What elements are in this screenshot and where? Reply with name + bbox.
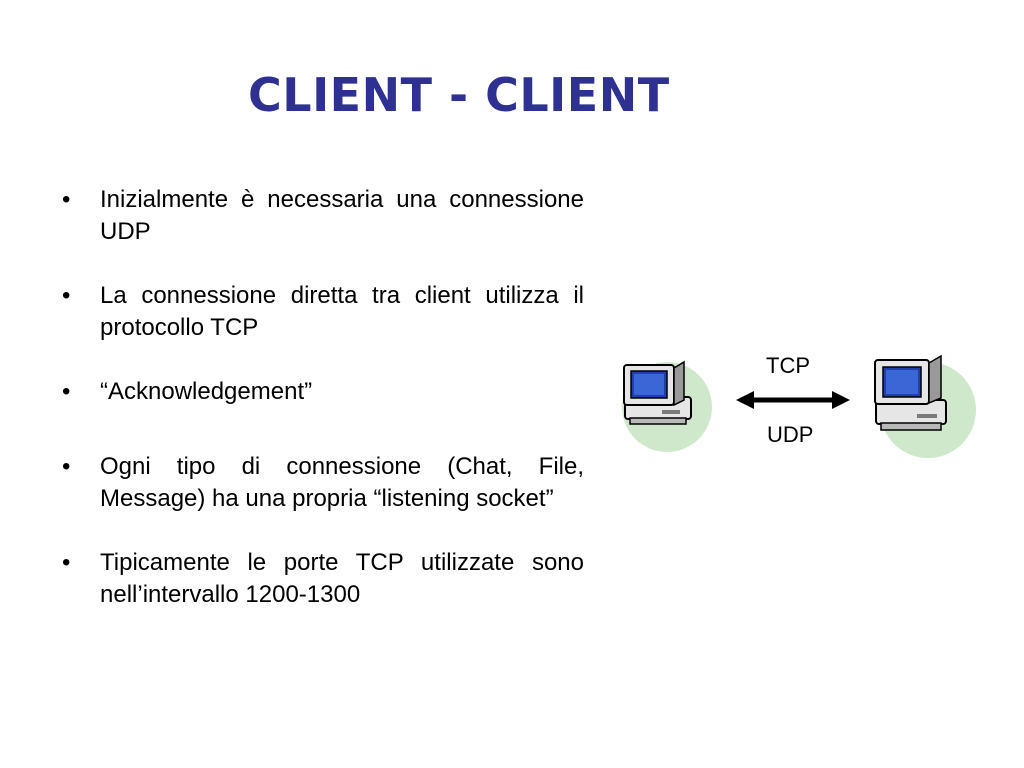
bullet-text: Tipicamente le porte TCP utilizzate sono… bbox=[100, 549, 584, 608]
list-item: • Tipicamente le porte TCP utilizzate so… bbox=[62, 547, 584, 611]
slide-title: CLIENT - CLIENT bbox=[248, 68, 670, 122]
list-item: • La connessione diretta tra client util… bbox=[62, 280, 584, 344]
bullet-icon: • bbox=[62, 186, 71, 213]
diagram-graphic bbox=[622, 354, 976, 458]
bullet-icon: • bbox=[62, 549, 71, 576]
client-client-diagram: TCP UDP bbox=[610, 330, 990, 480]
bullet-text: La connessione diretta tra client utiliz… bbox=[100, 282, 584, 341]
bullet-text: “Acknowledgement” bbox=[100, 378, 313, 405]
bullet-icon: • bbox=[62, 282, 71, 309]
bullet-text: Ogni tipo di connessione (Chat, File, Me… bbox=[100, 453, 584, 512]
list-item: • Inizialmente è necessaria una connessi… bbox=[62, 184, 584, 248]
bullet-icon: • bbox=[62, 453, 71, 480]
double-headed-arrow bbox=[736, 391, 850, 409]
tcp-label: TCP bbox=[766, 353, 810, 378]
udp-label: UDP bbox=[767, 422, 814, 447]
list-item: • Ogni tipo di connessione (Chat, File, … bbox=[62, 451, 584, 515]
list-item: • “Acknowledgement” bbox=[62, 376, 584, 408]
bullet-icon: • bbox=[62, 378, 71, 405]
computer-icon bbox=[874, 354, 976, 458]
bullet-list: • Inizialmente è necessaria una connessi… bbox=[62, 184, 584, 643]
computer-icon bbox=[622, 360, 712, 452]
bullet-text: Inizialmente è necessaria una connession… bbox=[100, 186, 584, 245]
